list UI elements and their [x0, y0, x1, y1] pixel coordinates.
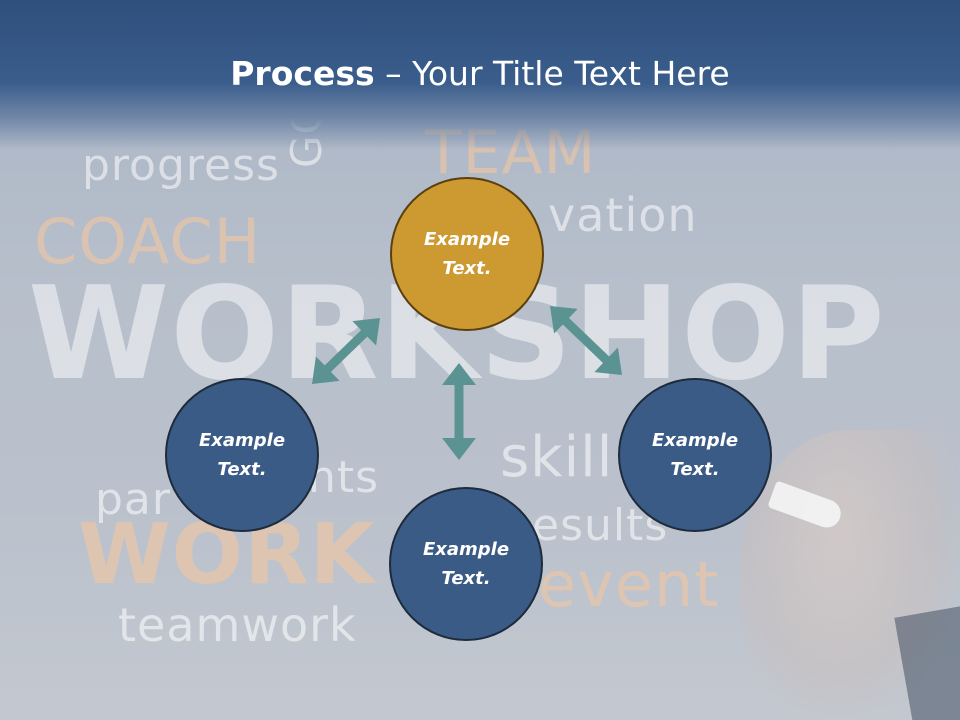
node-top-label: Example Text.	[423, 229, 511, 279]
node-right[interactable]: Example Text.	[618, 378, 772, 532]
node-bottom-label: Example Text.	[422, 539, 510, 589]
arrow-top-bottom	[442, 363, 476, 460]
bg-word-participants-b: nts	[308, 452, 380, 503]
node-bottom[interactable]: Example Text.	[389, 487, 543, 641]
bg-word-skills: skill	[500, 425, 614, 490]
node-top[interactable]: Example Text.	[390, 177, 544, 331]
bg-word-motivation: vation	[548, 188, 698, 242]
bg-word-participants-a: par	[95, 474, 171, 525]
slide-title: Process – Your Title Text Here	[0, 52, 960, 96]
title-bold: Process	[230, 54, 375, 93]
arrow-top-right	[550, 306, 622, 375]
node-left[interactable]: Example Text.	[165, 378, 319, 532]
arrow-top-left	[312, 318, 380, 384]
bg-word-coach: COACH	[34, 205, 262, 278]
title-band	[0, 0, 960, 150]
title-rest: – Your Title Text Here	[374, 54, 730, 93]
node-right-label: Example Text.	[651, 430, 739, 480]
node-left-label: Example Text.	[198, 430, 286, 480]
bg-word-event: event	[538, 548, 720, 621]
hand-image	[740, 430, 960, 720]
bg-word-teamwork: teamwork	[118, 598, 357, 652]
